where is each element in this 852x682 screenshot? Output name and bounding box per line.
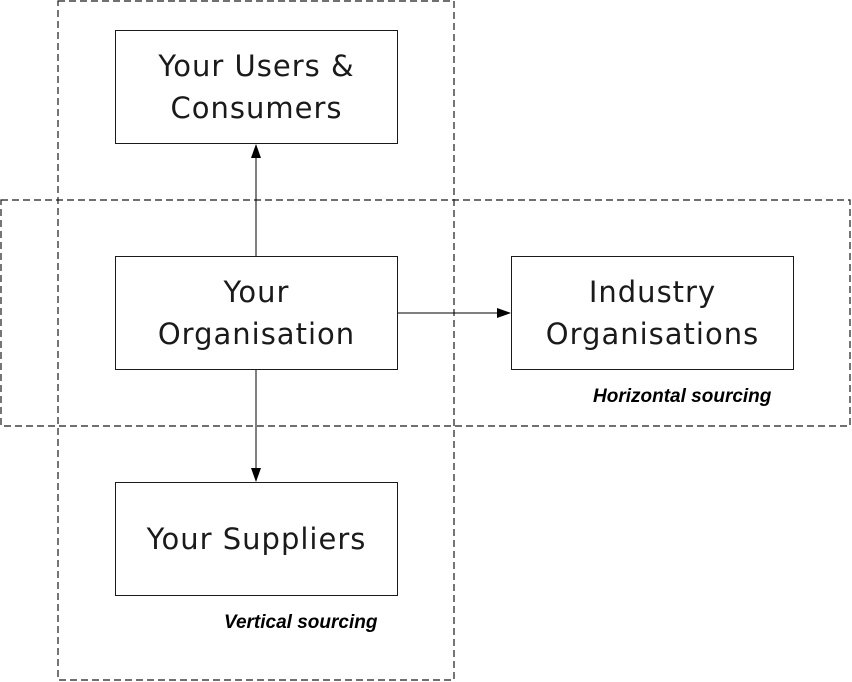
industry-box-line1: Industry: [588, 275, 717, 309]
users-box-line2: Consumers: [170, 91, 343, 125]
horizontal-sourcing-label: Horizontal sourcing: [593, 386, 772, 407]
your-organisation-box: Your Organisation: [115, 256, 398, 370]
organisation-box-line1: Your: [223, 275, 290, 309]
horizontal-sourcing-region: [0, 199, 851, 427]
your-suppliers-box: Your Suppliers: [115, 482, 398, 596]
industry-organisations-box: Industry Organisations: [511, 256, 794, 370]
vertical-sourcing-label: Vertical sourcing: [224, 612, 378, 633]
suppliers-box-label: Your Suppliers: [146, 522, 367, 556]
organisation-box-line2: Organisation: [157, 317, 356, 351]
users-box-line1: Your Users &: [158, 49, 355, 83]
vertical-sourcing-region: [57, 0, 455, 681]
industry-box-line2: Organisations: [545, 317, 760, 351]
users-consumers-box: Your Users & Consumers: [115, 30, 398, 144]
